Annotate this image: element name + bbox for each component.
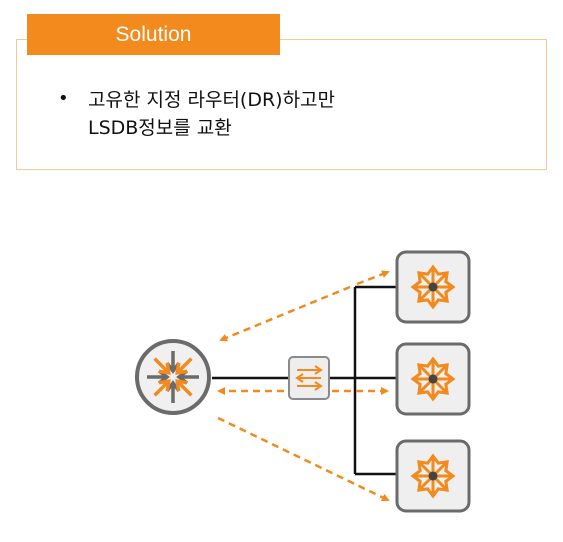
solution-box [16,39,547,170]
bullet-marker: • [58,88,69,109]
l3-switch-bottom-icon [397,441,469,511]
l3-switch-middle-icon [397,344,469,414]
bullet-text: 고유한 지정 라우터(DR)하고만 LSDB정보를 교환 [88,86,468,142]
arrow-router-to-switch-top [356,270,390,286]
bullet-line-2: LSDB정보를 교환 [88,117,232,139]
arrow-router-to-switch-bottom [217,416,390,502]
arrow-switch-top-to-router [219,285,351,342]
hub-switch-icon [288,356,330,400]
l3-switch-top-icon [397,252,469,322]
solution-tab: Solution [27,14,280,55]
bullet-line-1: 고유한 지정 라우터(DR)하고만 [88,89,336,111]
router-icon [135,339,211,415]
